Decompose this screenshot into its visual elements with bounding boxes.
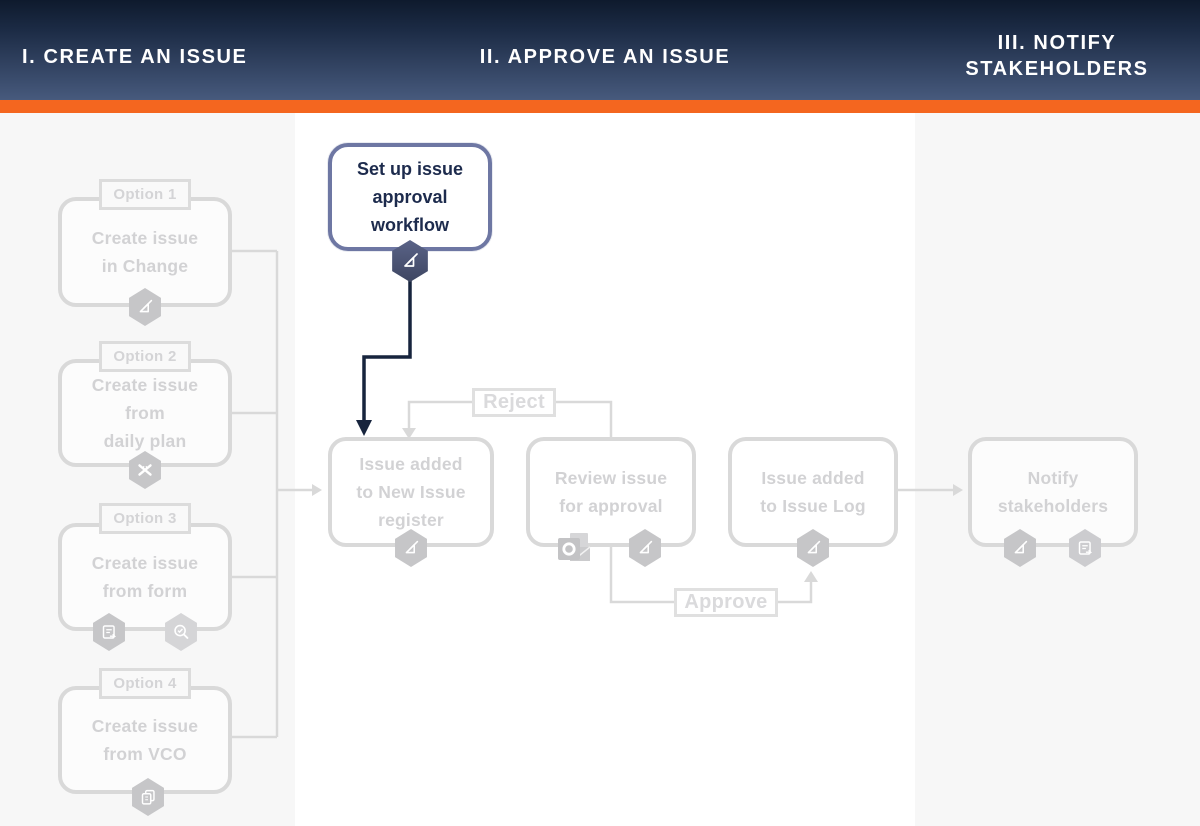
step-issue-added-issue-log[interactable]: Issue added to Issue Log xyxy=(728,437,898,547)
step-label-line: Create issue xyxy=(91,228,199,248)
approve-label: Approve xyxy=(674,588,778,617)
step-create-issue-from-vco[interactable]: Create issue from VCO xyxy=(58,686,232,794)
step-label-line: workflow xyxy=(370,215,449,235)
step-label-line: from form xyxy=(102,581,188,601)
phase-title-create: I. CREATE AN ISSUE xyxy=(22,46,248,68)
phase-title-notify: III. NOTIFY STAKEHOLDERS xyxy=(965,32,1149,80)
phase-title-approve: II. APPROVE AN ISSUE xyxy=(479,46,731,68)
reject-label: Reject xyxy=(472,388,556,417)
step-label-line: Create issue xyxy=(91,553,199,573)
accent-bar xyxy=(0,100,1200,113)
step-create-issue-from-daily-plan[interactable]: Create issue from daily plan xyxy=(58,359,232,467)
step-label-line: from VCO xyxy=(103,744,187,764)
step-label-line: to New Issue xyxy=(356,482,466,502)
step-label-line: Notify xyxy=(1027,468,1079,488)
step-label-line: Create issue xyxy=(91,375,199,395)
option-4-tag: Option 4 xyxy=(99,668,191,699)
step-label-line: approval xyxy=(372,187,448,207)
step-label-line: Issue added xyxy=(359,454,463,474)
step-label-line: Issue added xyxy=(761,468,865,488)
step-label-line: Review issue xyxy=(554,468,668,488)
step-create-issue-from-form[interactable]: Create issue from form xyxy=(58,523,232,631)
step-label-line: for approval xyxy=(559,496,663,516)
option-2-tag: Option 2 xyxy=(99,341,191,372)
step-label-line: Create issue xyxy=(91,716,199,736)
step-label-line: daily plan xyxy=(103,431,187,451)
step-label-line: to Issue Log xyxy=(760,496,866,516)
step-label-line: Set up issue xyxy=(356,159,464,179)
step-label-line: in Change xyxy=(101,256,189,276)
option-3-tag: Option 3 xyxy=(99,503,191,534)
step-create-issue-in-change[interactable]: Create issue in Change xyxy=(58,197,232,307)
step-label-line: register xyxy=(378,510,444,530)
option-1-tag: Option 1 xyxy=(99,179,191,210)
step-label-line: from xyxy=(125,403,165,423)
step-notify-stakeholders[interactable]: Notify stakeholders xyxy=(968,437,1138,547)
phase-header xyxy=(0,0,1200,100)
step-review-issue-for-approval[interactable]: Review issue for approval xyxy=(526,437,696,547)
step-label-line: stakeholders xyxy=(997,496,1109,516)
outlook-icon xyxy=(555,529,595,569)
step-setup-approval-workflow[interactable]: Set up issue approval workflow xyxy=(328,143,492,251)
